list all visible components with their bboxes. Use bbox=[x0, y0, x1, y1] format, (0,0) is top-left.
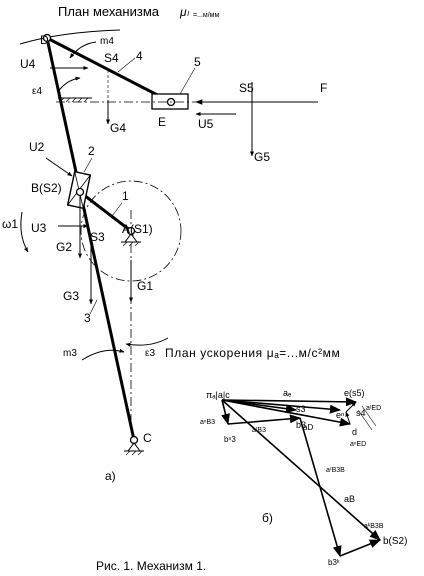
ground-c bbox=[124, 442, 144, 456]
label-ad: aD bbox=[303, 423, 313, 432]
ground-a bbox=[121, 233, 141, 247]
vec-ad bbox=[221, 399, 352, 427]
label-link-1: 1 bbox=[122, 189, 129, 203]
label-c: C bbox=[143, 431, 152, 445]
label-e-s5: e(s5) bbox=[344, 388, 365, 398]
leader-4 bbox=[117, 57, 136, 73]
vec-aed-t bbox=[345, 401, 357, 413]
label-link-5: 5 bbox=[194, 55, 201, 69]
vec-ak-b3b bbox=[339, 539, 382, 557]
u2-arrow bbox=[45, 157, 73, 177]
label-g3: G3 bbox=[63, 289, 79, 303]
label-s4: S4 bbox=[104, 51, 119, 65]
label-s5: S5 bbox=[239, 81, 254, 95]
label-b: B(S2) bbox=[31, 181, 62, 195]
label-u5: U5 bbox=[198, 117, 214, 131]
header-title: План механизма bbox=[58, 4, 160, 19]
label-ab3-n: aⁿB3 bbox=[200, 419, 215, 426]
label-aed-n: aⁿED bbox=[350, 441, 366, 448]
label-ak-b3b: aᵏB3B bbox=[364, 523, 384, 530]
label-ae: aₑ bbox=[283, 388, 292, 398]
trajectory-arc-d bbox=[19, 29, 121, 45]
vec-s4 bbox=[221, 399, 342, 414]
label-e: E bbox=[158, 115, 166, 129]
label-g5: G5 bbox=[254, 150, 270, 164]
vec-ae bbox=[221, 397, 358, 407]
label-m3: m3 bbox=[63, 348, 77, 359]
omega1-arc bbox=[20, 211, 29, 253]
hatch-s4b bbox=[361, 405, 377, 427]
eps3-arc bbox=[125, 337, 169, 347]
vec-ar-b3b bbox=[299, 417, 342, 558]
label-g1: G1 bbox=[137, 279, 153, 293]
label-s3: S3 bbox=[90, 230, 105, 244]
label-m4: m4 bbox=[100, 36, 114, 47]
mechanism-diagram: D E 5 4 S4 G4 m4 U4 ε4 bbox=[2, 29, 327, 483]
label-g4: G4 bbox=[110, 121, 126, 135]
vec-ab3-t bbox=[227, 414, 302, 425]
link-4 bbox=[46, 36, 172, 104]
label-d: D bbox=[40, 33, 49, 47]
m4-arc bbox=[69, 41, 97, 59]
eps4-arc bbox=[57, 76, 81, 93]
vec-s3 bbox=[221, 399, 298, 414]
ground-guide-hatch bbox=[59, 97, 89, 103]
label-b3-n: bⁿ3 bbox=[224, 435, 236, 444]
label-eps3: ε3 bbox=[145, 348, 155, 359]
label-link-2: 2 bbox=[88, 144, 95, 158]
hatch-s4 bbox=[357, 409, 373, 431]
leader-3 bbox=[89, 299, 98, 315]
leader-2 bbox=[83, 157, 93, 173]
label-link-3: 3 bbox=[84, 311, 91, 325]
scale-symbol: μₗ bbox=[179, 5, 190, 19]
link-1 bbox=[79, 190, 132, 233]
label-b-s2: b(S2) bbox=[383, 536, 407, 547]
link-3 bbox=[45, 37, 136, 441]
joint-d bbox=[42, 33, 52, 43]
caption-b: б) bbox=[262, 511, 273, 525]
label-s4: s4 bbox=[356, 408, 366, 418]
leader-1 bbox=[111, 202, 123, 217]
label-omega1: ω1 bbox=[2, 217, 18, 231]
label-u3: U3 bbox=[31, 221, 47, 235]
label-aed-t: aᵗED bbox=[366, 405, 381, 412]
label-g2: G2 bbox=[56, 240, 72, 254]
label-eps4: ε4 bbox=[32, 86, 42, 97]
label-ab: aB bbox=[344, 494, 355, 504]
accel-title: План ускорения μₐ=...м/с²мм bbox=[165, 346, 340, 360]
vec-ab bbox=[221, 399, 381, 541]
label-d: d bbox=[352, 427, 357, 437]
label-u4: U4 bbox=[20, 57, 36, 71]
label-e-n: eⁿ bbox=[336, 410, 344, 420]
acceleration-plan: План ускорения μₐ=...м/с²мм πₐ|a|c aₑ e(… bbox=[165, 346, 407, 567]
vec-aed-n bbox=[345, 411, 351, 425]
leader-5 bbox=[179, 67, 196, 95]
label-s3: s3 bbox=[296, 404, 306, 414]
crank-circle bbox=[80, 180, 182, 282]
label-link-4: 4 bbox=[136, 49, 143, 63]
label-b3-k: b3ᵏ bbox=[328, 558, 340, 567]
label-ar-b3b: aʳB3B bbox=[326, 467, 345, 474]
m3-arc bbox=[81, 348, 125, 361]
accel-pole: πₐ|a|c bbox=[206, 390, 230, 400]
scale-value: =...м/мм bbox=[193, 12, 219, 19]
figure-caption: Рис. 1. Механизм 1. bbox=[96, 559, 206, 573]
joint-b bbox=[75, 187, 85, 197]
label-ab3-t: aᵗB3 bbox=[252, 427, 266, 434]
label-a: A(S1) bbox=[122, 222, 153, 236]
label-f: F bbox=[320, 81, 327, 95]
label-b3: b3 bbox=[296, 420, 306, 430]
label-u2: U2 bbox=[29, 140, 45, 154]
caption-a: а) bbox=[105, 469, 116, 483]
vec-ab3-n bbox=[221, 399, 230, 426]
